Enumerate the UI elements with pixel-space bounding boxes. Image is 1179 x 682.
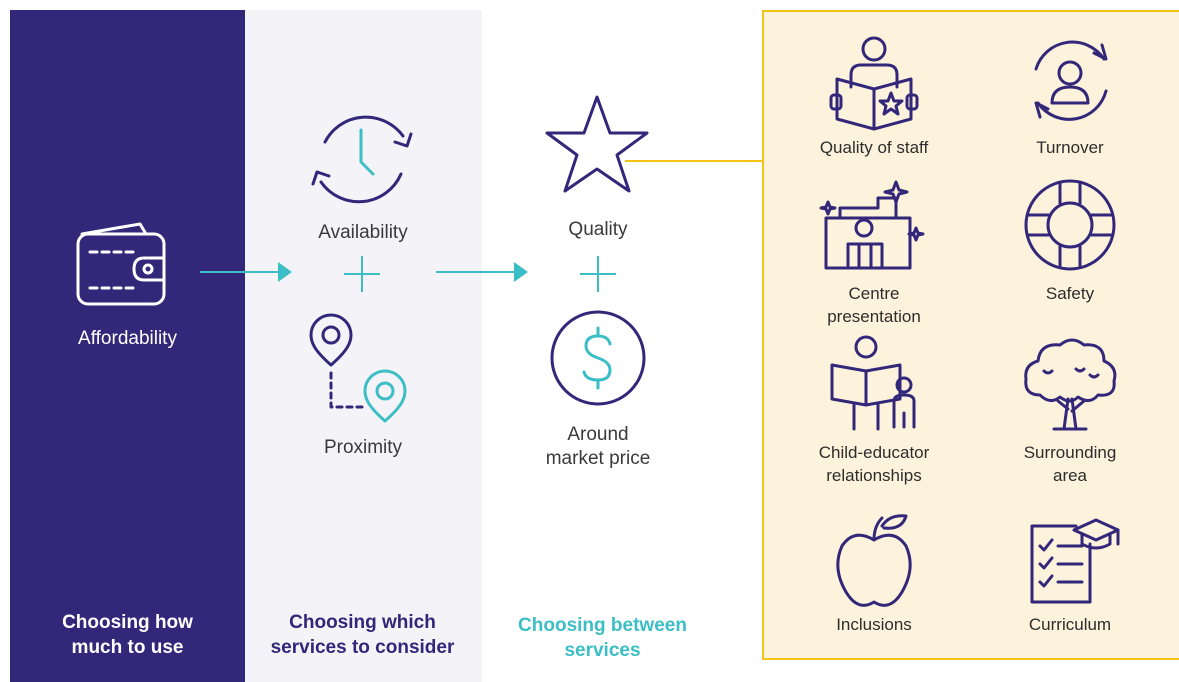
- person-cycle-icon: [1034, 40, 1108, 121]
- wallet-icon: [76, 222, 166, 306]
- quality-of-staff-label: Quality of staff: [819, 138, 929, 157]
- proximity-label: Proximity: [323, 437, 403, 458]
- adult-child-reading-icon: [830, 335, 916, 431]
- safety-label: Safety: [1045, 284, 1095, 303]
- stage-panel-which: [245, 10, 482, 682]
- plus-icon-quality-price: [580, 256, 616, 292]
- child-educator-relationships-label: Child-educator relationships: [818, 443, 930, 485]
- apple-icon: [836, 514, 912, 607]
- stage-title-which: Choosing which services to consider: [270, 612, 455, 658]
- plus-icon-availability-proximity: [344, 256, 380, 292]
- quality-label: Quality: [568, 219, 628, 240]
- affordability-label: Affordability: [78, 328, 177, 349]
- reading-person-icon: [829, 36, 919, 131]
- checklist-graduation-icon: [1030, 518, 1120, 604]
- stage-title-how-much: Choosing how much to use: [62, 612, 193, 658]
- stage-panel-how-much: [10, 10, 245, 682]
- quality-components-panel: [762, 10, 1179, 660]
- surrounding-area-label: Surrounding area: [1023, 443, 1117, 485]
- stage-title-between: Choosing between services: [518, 615, 687, 661]
- lifebuoy-icon: [1024, 179, 1116, 271]
- centre-presentation-label: Centre presentation: [827, 284, 921, 326]
- availability-label: Availability: [318, 222, 408, 243]
- star-icon: [545, 95, 649, 193]
- inclusions-label: Inclusions: [836, 615, 912, 634]
- dollar-coin-icon: [550, 310, 646, 406]
- market-price-label: Around market price: [545, 424, 651, 469]
- curriculum-label: Curriculum: [1028, 615, 1112, 634]
- tree-icon: [1024, 338, 1117, 431]
- building-sparkle-icon: [819, 180, 925, 270]
- location-pins-icon: [309, 313, 407, 423]
- quality-connector-line: [625, 160, 762, 162]
- turnover-label: Turnover: [1036, 138, 1104, 157]
- clock-cycle-icon: [311, 115, 413, 204]
